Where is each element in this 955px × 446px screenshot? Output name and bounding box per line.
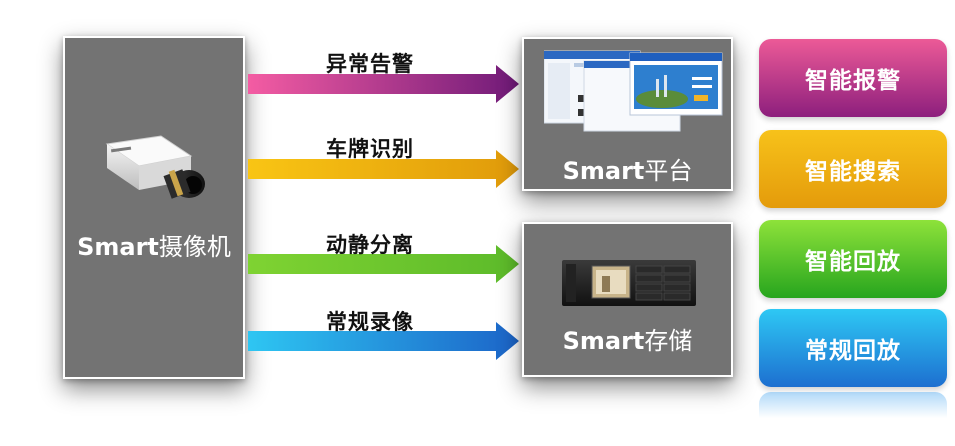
camera-icon — [105, 135, 205, 199]
button-reflection — [759, 392, 947, 418]
flow-arrow-plate — [248, 150, 519, 188]
platform-panel: Smart平台 — [522, 37, 733, 191]
feature-smart-search: 智能搜索 — [759, 130, 947, 208]
flow-arrow-separation — [248, 245, 519, 283]
platform-label: Smart平台 — [562, 157, 693, 185]
camera-label: Smart摄像机 — [77, 233, 231, 261]
flow-label-plate: 车牌识别 — [326, 137, 414, 161]
flow-arrow-recording — [248, 322, 519, 360]
storage-label: Smart存储 — [562, 327, 693, 355]
flow-label-separation: 动静分离 — [326, 233, 414, 257]
flow-label-alarm: 异常告警 — [326, 52, 414, 76]
camera-panel: Smart摄像机 — [63, 36, 245, 379]
feature-smart-alarm: 智能报警 — [759, 39, 947, 117]
software-screenshot-icon — [544, 50, 723, 132]
flow-arrow-alarm — [248, 65, 519, 103]
feature-normal-playback: 常规回放 — [759, 309, 947, 387]
flow-label-recording: 常规录像 — [326, 310, 414, 334]
feature-smart-playback: 智能回放 — [759, 220, 947, 298]
storage-panel: Smart存储 — [522, 222, 733, 377]
nvr-device-icon — [562, 260, 696, 306]
